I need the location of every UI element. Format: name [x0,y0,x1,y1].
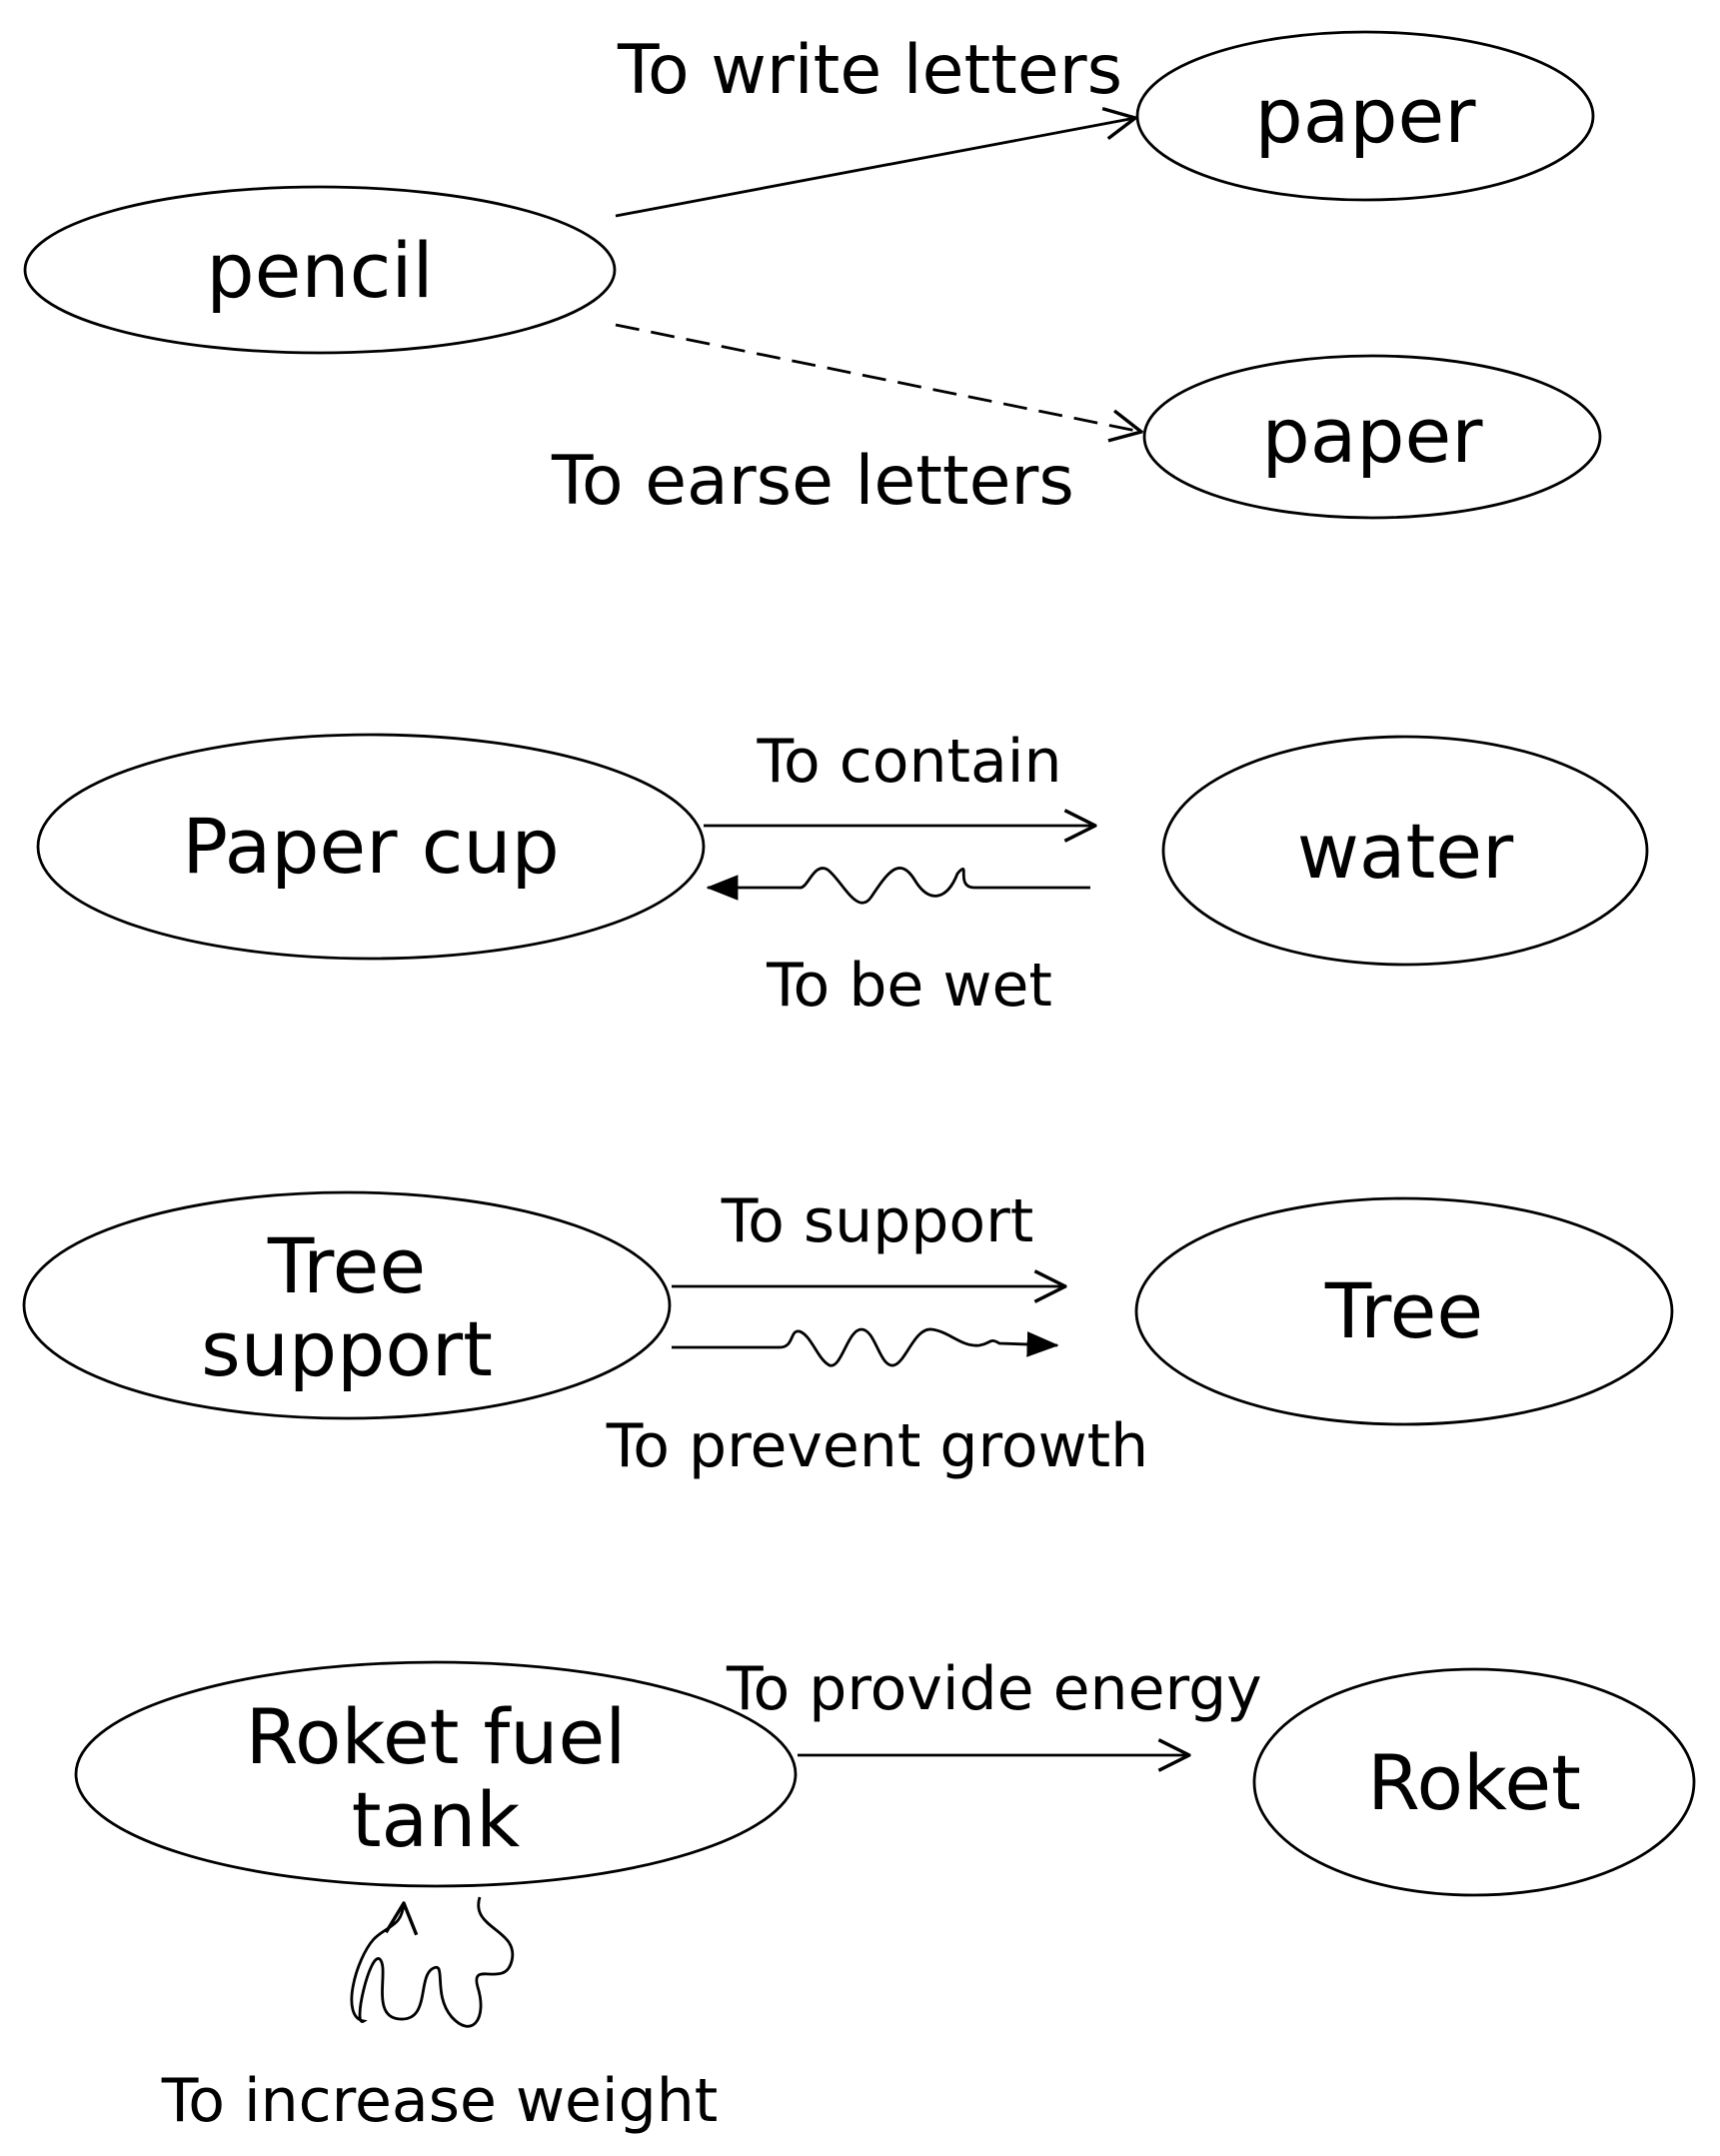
paper-node-bottom-label: paper [1261,391,1483,480]
paper-cup-node [36,733,706,961]
tree-support-node-label-line1: Tree [267,1221,426,1310]
paper-node-top-label: paper [1254,71,1476,160]
roket-fuel-tank-node [74,1660,798,1888]
roket-node [1252,1667,1696,1897]
harmful-function-arrow [672,1327,1059,1367]
harmful-function-label: To be wet [766,951,1052,1021]
useful-function-label: To contain [757,727,1062,797]
insufficient-function-label: To earse letters [551,442,1074,521]
insufficient-function-arrow [615,323,1141,432]
paper-cup-node-label: Paper cup [182,802,560,891]
useful-function-label: To provide energy [726,1654,1262,1724]
harmful-function-arrow [706,867,1090,905]
tree-node-label: Tree [1324,1266,1483,1355]
tree-node [1134,1196,1674,1426]
diagram-papercup-water: Paper cup water To contain To be wet [36,727,1649,1021]
harmful-function-feedback-arrow [350,1896,515,2028]
useful-function-arrow [615,118,1135,218]
water-node [1161,735,1649,967]
roket-fuel-tank-node-label-line2: tank [352,1775,521,1864]
roket-fuel-tank-node-label-line1: Roket fuel [246,1692,627,1781]
tree-support-node [22,1190,672,1420]
water-node-label: water [1297,807,1514,896]
harmful-function-label: To prevent growth [606,1411,1148,1481]
pencil-node-label: pencil [206,226,433,315]
diagram-pencil-paper: pencil paper paper To write letters To e… [23,30,1602,521]
harmful-function-label: To increase weight [161,2066,719,2136]
useful-function-label: To write letters [617,31,1122,110]
tree-support-node-label-line2: support [201,1304,493,1393]
diagram-treesupport-tree: Tree support Tree To support To prevent … [22,1186,1674,1481]
pencil-node [23,185,617,355]
useful-function-label: To support [721,1186,1034,1256]
diagram-fueltank-roket: Roket fuel tank Roket To provide energy … [74,1654,1696,2136]
roket-node-label: Roket [1367,1738,1581,1827]
